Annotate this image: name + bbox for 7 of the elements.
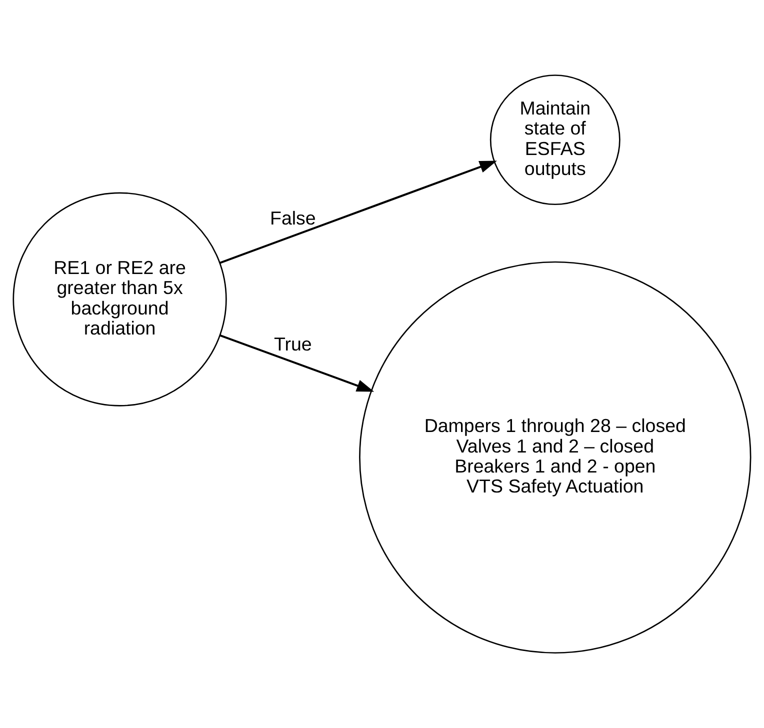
edge-label: True [274, 333, 312, 354]
arrow [220, 334, 374, 392]
node-circle: Maintain state of ESFAS outputs [490, 74, 620, 206]
arrow [220, 160, 497, 264]
node-circle: Dampers 1 through 28 – closed Valves 1 and 2 – closed Breakers 1 and 2 - open VTS Safety Actuation [359, 261, 752, 654]
node-circle: RE1 or RE2 are greater than 5x background radiation [12, 192, 227, 406]
edge-label: False [270, 208, 316, 229]
